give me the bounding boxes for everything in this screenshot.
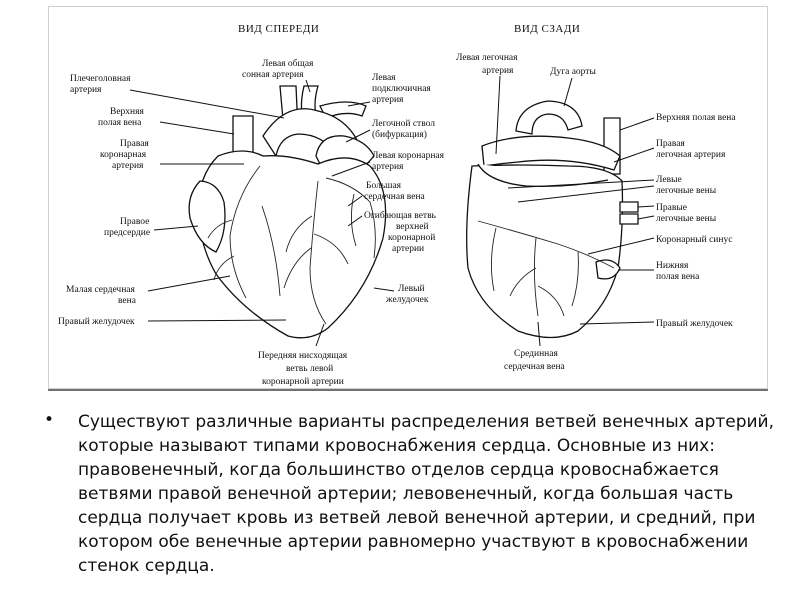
back-branch-2 (537, 285, 565, 317)
back-coronary-sinus-path (477, 220, 615, 269)
bullet-marker: • (44, 410, 55, 430)
svg-text:Правый желудочек: Правый желудочек (656, 318, 733, 329)
label-aortic-arch: Дуга аорты (550, 67, 596, 107)
back-right-pv-lower (619, 213, 639, 225)
front-circumflex-branch (351, 193, 357, 247)
caption-block: • Существуют различные варианты распреде… (44, 410, 784, 578)
front-rca-branch-2 (213, 255, 235, 281)
label-back-rv: Правый желудочек (579, 318, 733, 329)
label-pulmonary-trunk: Легочной ствол(бифуркация) (345, 118, 435, 143)
front-lad-path (309, 180, 327, 325)
back-right-pv-upper (619, 201, 639, 213)
label-front-rv: Правый желудочек (58, 316, 287, 327)
front-lad-branch-2 (283, 247, 312, 289)
back-pulmonary-arteries (481, 135, 621, 171)
front-heart-drawing (188, 85, 387, 339)
back-branch-3 (571, 251, 579, 307)
caption-text: Существуют различные варианты распределе… (78, 412, 775, 576)
back-branch-1 (509, 267, 537, 297)
svg-text:Правый желудочек: Правый желудочек (58, 316, 135, 327)
back-branch-4 (490, 227, 497, 292)
label-back-svc: Верхняя полая вена (619, 113, 736, 131)
svg-text:Коронарный синус: Коронарный синус (656, 234, 732, 245)
front-right-atrium (188, 180, 226, 253)
front-view-title: ВИД СПЕРЕДИ (238, 23, 319, 35)
back-ivc (595, 259, 621, 280)
back-aortic-arch (515, 100, 583, 135)
back-view-title: ВИД СЗАДИ (514, 23, 580, 35)
front-small-vein (261, 205, 281, 297)
figure-frame (48, 6, 768, 389)
svg-text:Легочной ствол(бифуркация): Легочной ствол(бифуркация) (372, 118, 435, 140)
front-lad-branch-3 (313, 233, 349, 265)
svg-text:Верхняя полая вена: Верхняя полая вена (656, 113, 736, 123)
front-lad-branch-1 (285, 215, 313, 253)
front-svc (232, 115, 254, 157)
label-coronary-sinus: Коронарный синус (587, 234, 732, 255)
back-middle-vein-path (533, 237, 539, 317)
back-heart-body (466, 164, 624, 339)
front-subclavian (319, 101, 367, 119)
front-heart-body (197, 150, 387, 339)
svg-text:Дуга аорты: Дуга аорты (550, 67, 596, 77)
front-rca-path (229, 165, 261, 299)
front-circumflex-path (325, 177, 376, 259)
front-rca-branch-1 (207, 219, 233, 239)
heart-anatomy-figure: ВИД СПЕРЕДИ ВИД СЗАДИ (48, 6, 768, 400)
back-heart-drawing (466, 100, 639, 339)
